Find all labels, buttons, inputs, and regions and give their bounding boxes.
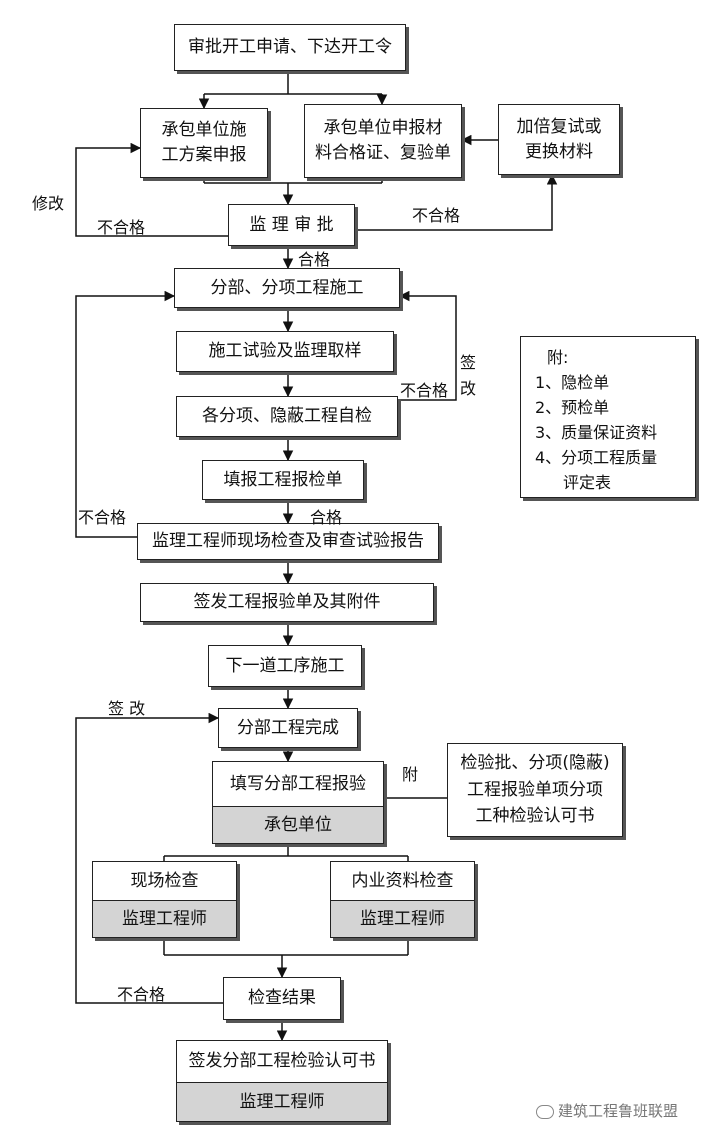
node-document-check: 内业资料检查 [330, 861, 475, 901]
node-attachment-box: 检验批、分项(隐蔽) 工程报验单项分项 工种检验认可书 [447, 743, 623, 837]
label-fail: 不合格 [117, 985, 166, 1004]
node-next-process-text: 下一道工序施工 [225, 655, 345, 676]
node-self-check-text: 各分项、隐蔽工程自检 [202, 406, 372, 427]
appendix-item: 评定表 [563, 473, 612, 492]
node-supervision-review-text: 监 理 审 批 [249, 214, 334, 235]
loop-selfcheck-fail [398, 290, 457, 401]
node-contractor-materials-text: 承包单位申报材 料合格证、复验单 [315, 118, 451, 163]
node-issue-inspection-form-text: 签发工程报验单及其附件 [193, 592, 381, 613]
appendix-title: 附: [547, 348, 569, 367]
node-check-result: 检查结果 [223, 977, 341, 1020]
node-engineer-site-check: 监理工程师现场检查及审查试验报告 [137, 523, 439, 560]
watermark: 建筑工程鲁班联盟 [536, 1100, 678, 1121]
node-self-check: 各分项、隐蔽工程自检 [176, 396, 398, 437]
node-fill-inspection-form: 填报工程报检单 [202, 460, 364, 500]
node-issue-division-cert: 签发分部工程检验认可书 [176, 1040, 388, 1083]
loop-engineer-fail [75, 290, 176, 538]
appendix-item: 2、预检单 [535, 398, 610, 417]
label-fail: 不合格 [412, 206, 461, 225]
node-document-check-engineer-text: 监理工程师 [360, 908, 445, 929]
node-site-check-engineer: 监理工程师 [92, 900, 237, 938]
node-document-check-engineer: 监理工程师 [330, 900, 475, 938]
node-approve-start: 审批开工申请、下达开工令 [174, 24, 406, 71]
node-final-engineer: 监理工程师 [176, 1082, 388, 1122]
watermark-text: 建筑工程鲁班联盟 [558, 1102, 679, 1120]
label-revise: 修改 [32, 194, 65, 213]
node-approve-start-text: 审批开工申请、下达开工令 [188, 37, 392, 58]
node-issue-division-cert-text: 签发分部工程检验认可书 [188, 1051, 376, 1072]
label-fail: 不合格 [97, 218, 146, 237]
node-issue-inspection-form: 签发工程报验单及其附件 [140, 583, 434, 622]
node-test-sampling-text: 施工试验及监理取样 [208, 341, 362, 362]
chat-bubble-icon [536, 1104, 554, 1119]
label-sign-revise-vertical: 签改 [459, 353, 476, 398]
appendix-item: 4、分项工程质量 [535, 448, 658, 467]
node-next-process: 下一道工序施工 [208, 645, 362, 687]
node-check-result-text: 检查结果 [248, 988, 316, 1009]
node-division-complete: 分部工程完成 [218, 708, 358, 748]
node-double-retest-text: 加倍复试或 更换材料 [516, 116, 602, 162]
node-contractor-materials: 承包单位申报材 料合格证、复验单 [304, 104, 462, 178]
node-contractor-plan: 承包单位施 工方案申报 [140, 108, 268, 178]
label-pass: 合格 [310, 508, 343, 527]
appendix-item: 3、质量保证资料 [535, 423, 658, 442]
label-pass: 合格 [298, 250, 331, 269]
node-fill-inspection-form-text: 填报工程报检单 [223, 469, 343, 490]
node-contractor-unit-text: 承包单位 [264, 814, 332, 835]
loop-revise-plan [75, 142, 228, 237]
node-sub-construction: 分部、分项工程施工 [174, 268, 400, 308]
appendix-item: 1、隐检单 [535, 373, 610, 392]
node-test-sampling: 施工试验及监理取样 [176, 331, 394, 372]
node-site-check-engineer-text: 监理工程师 [122, 908, 207, 929]
appendix-list: 附: 1、隐检单 2、预检单 3、质量保证资料 4、分项工程质量 评定表 [535, 345, 657, 495]
label-sign-revise: 签 改 [108, 699, 146, 718]
node-double-retest: 加倍复试或 更换材料 [498, 104, 620, 175]
node-supervision-review: 监 理 审 批 [228, 204, 355, 246]
node-engineer-site-check-text: 监理工程师现场检查及审查试验报告 [152, 531, 424, 552]
label-fail: 不合格 [78, 508, 127, 527]
node-contractor-unit: 承包单位 [212, 806, 384, 844]
node-final-engineer-text: 监理工程师 [239, 1091, 325, 1112]
node-site-check-text: 现场检查 [130, 870, 199, 891]
label-attach: 附 [402, 765, 419, 784]
node-contractor-plan-text: 承包单位施 工方案申报 [161, 120, 247, 165]
node-site-check: 现场检查 [92, 861, 237, 901]
label-fail: 不合格 [400, 381, 449, 400]
node-fill-division-report: 填写分部工程报验 [212, 761, 384, 807]
node-attachment-box-text: 检验批、分项(隐蔽) 工程报验单项分项 工种检验认可书 [460, 753, 610, 827]
node-sub-construction-text: 分部、分项工程施工 [210, 277, 364, 298]
node-document-check-text: 内业资料检查 [351, 870, 454, 891]
node-fill-division-report-text: 填写分部工程报验 [230, 773, 366, 794]
node-division-complete-text: 分部工程完成 [237, 717, 339, 738]
loop-check-result-fail [75, 712, 223, 1004]
appendix-box: 附: 1、隐检单 2、预检单 3、质量保证资料 4、分项工程质量 评定表 [520, 336, 696, 498]
loop-fail-retest [355, 173, 558, 231]
